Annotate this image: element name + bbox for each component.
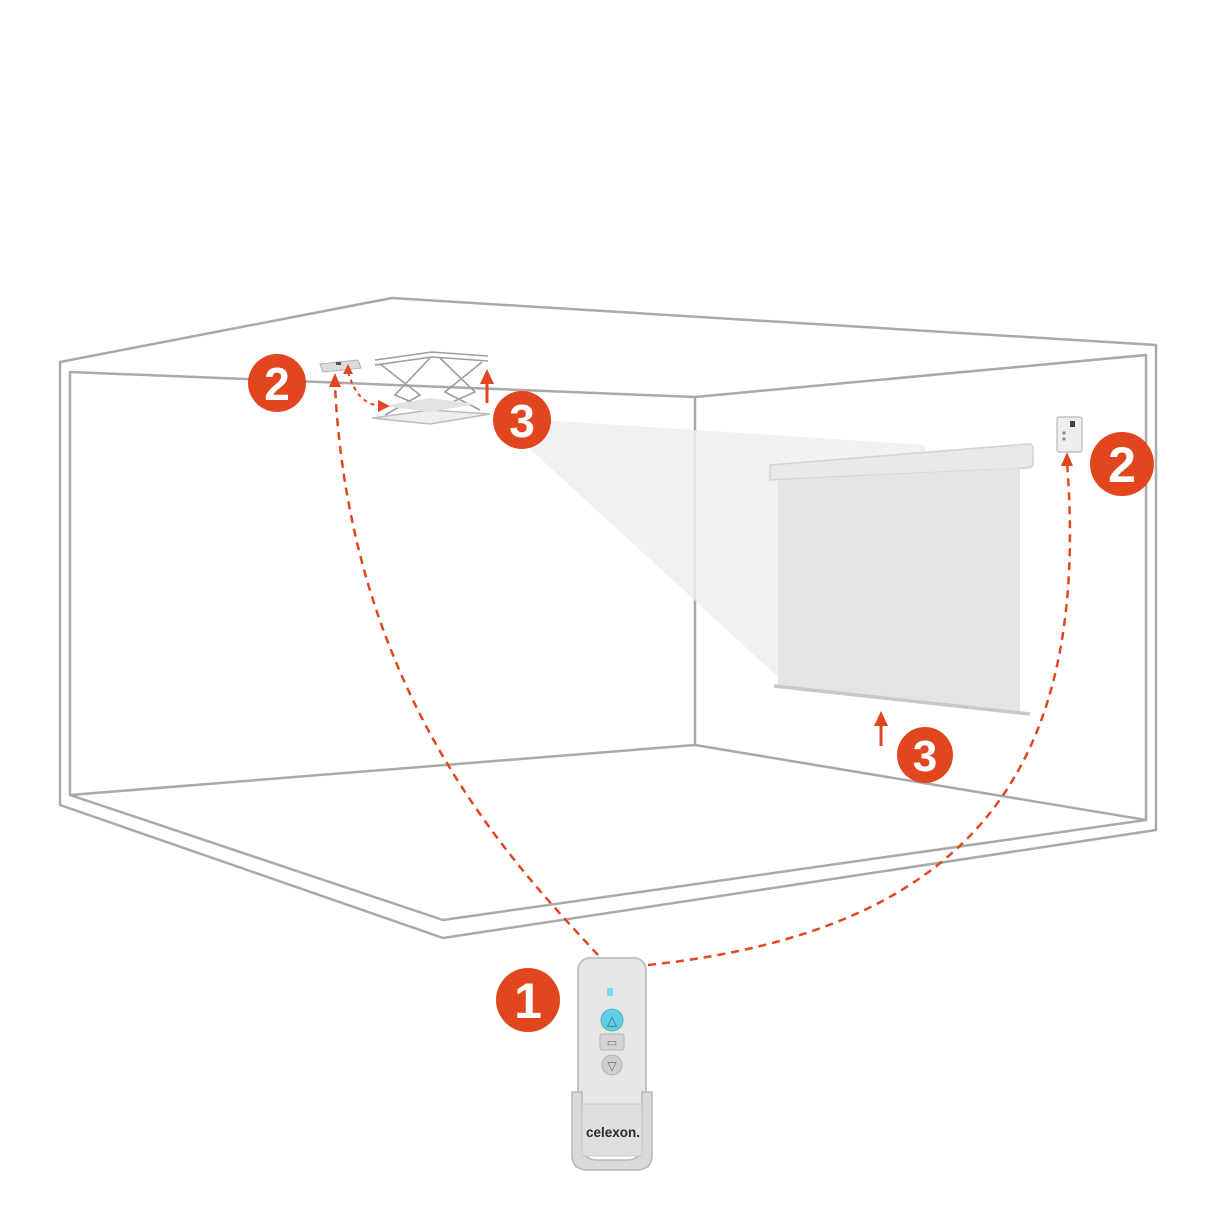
svg-text:▽: ▽ [607, 1059, 617, 1073]
svg-text:2: 2 [1108, 437, 1136, 493]
remote-up-button: △ [600, 1008, 624, 1032]
remote-stop-button: ▭ [599, 1033, 625, 1051]
svg-text:▭: ▭ [607, 1037, 617, 1049]
svg-text:3: 3 [913, 732, 937, 781]
projection-screen-icon [769, 443, 1034, 716]
wall-receiver-icon [1056, 416, 1083, 453]
svg-text:△: △ [607, 1013, 617, 1028]
badge-ceiling-receiver: 2 [248, 354, 306, 412]
signal-arrowheads [329, 364, 1073, 466]
arrowhead-wall [1061, 452, 1073, 466]
arrowhead-lift-top [343, 364, 353, 374]
badge-remote: 1 [496, 968, 560, 1032]
screen-housing [769, 443, 1034, 481]
ceiling-receiver-icon [319, 359, 362, 373]
room-floor-left-edge [69, 743, 696, 797]
remote-down-button: ▽ [601, 1054, 623, 1076]
badge-screen: 3 [897, 727, 953, 783]
signal-receiver-to-lift [347, 371, 383, 407]
svg-text:3: 3 [509, 395, 535, 447]
signal-paths [333, 371, 1072, 967]
remote-brand-label: celexon. [586, 1125, 640, 1140]
screen-bottom-bar [773, 684, 1031, 716]
arrow-up-icon [874, 711, 888, 746]
remote-led [607, 988, 613, 996]
badge-projector-lift: 3 [493, 391, 551, 449]
svg-text:1: 1 [514, 973, 542, 1029]
remote-control-icon: △ ▭ ▽ celexon. [571, 957, 653, 1171]
room-outer-edge [58, 296, 1158, 940]
badge-wall-receiver: 2 [1090, 432, 1154, 496]
screen-surface [778, 468, 1020, 712]
signal-remote-to-wall [647, 461, 1072, 967]
projector-lift-icon [371, 351, 491, 425]
arrowhead-lift [378, 400, 390, 412]
arrow-up-icon [480, 369, 494, 403]
arrowhead-ceiling [329, 373, 341, 387]
remote-holder [571, 1091, 653, 1171]
lift-platform [371, 409, 491, 425]
signal-remote-to-ceiling [333, 384, 599, 956]
svg-text:2: 2 [264, 358, 290, 410]
